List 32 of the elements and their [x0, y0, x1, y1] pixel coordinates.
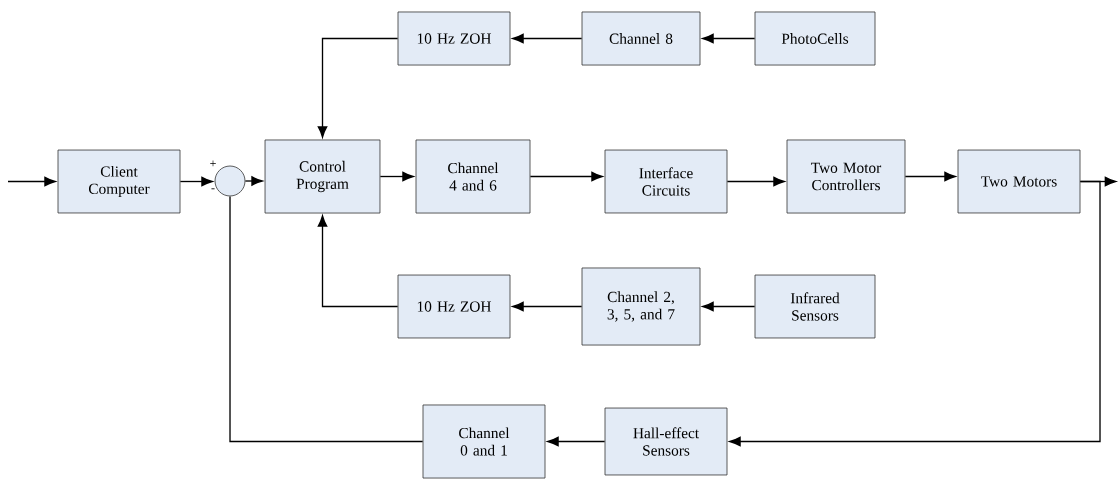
arrow — [512, 33, 583, 44]
process-box: PhotoCells — [754, 11, 876, 66]
sign-label: - — [211, 188, 215, 190]
process-box: Two Motors — [957, 149, 1081, 214]
process-box: 10 Hz ZOH — [397, 274, 511, 339]
process-box: Two Motor Controllers — [786, 139, 906, 214]
arrow — [317, 37, 399, 138]
sign-label: + — [210, 160, 216, 167]
summing-junction — [214, 165, 246, 197]
process-box: Interface Circuits — [604, 149, 728, 214]
arrow — [729, 180, 1101, 447]
arrow — [512, 301, 583, 312]
process-box: Hall-effect Sensors — [604, 407, 728, 476]
arrow — [547, 436, 606, 447]
arrow — [702, 33, 756, 44]
process-box: Infrared Sensors — [754, 274, 876, 339]
arrow — [379, 171, 414, 182]
process-box: Channel 2, 3, 5, and 7 — [581, 267, 701, 346]
arrow — [904, 171, 956, 182]
process-box: Channel 0 and 1 — [422, 404, 546, 479]
arrow — [702, 301, 756, 312]
process-box: Channel 8 — [581, 11, 701, 66]
arrow — [179, 176, 213, 187]
arrow — [726, 176, 785, 187]
arrow — [7, 176, 56, 187]
process-box: Client Computer — [57, 149, 181, 214]
process-box: 10 Hz ZOH — [397, 11, 511, 66]
process-box: Control Program — [264, 139, 381, 214]
arrow — [244, 176, 263, 186]
process-box: Channel 4 and 6 — [415, 139, 531, 214]
arrow — [529, 171, 603, 182]
arrow — [317, 215, 399, 308]
